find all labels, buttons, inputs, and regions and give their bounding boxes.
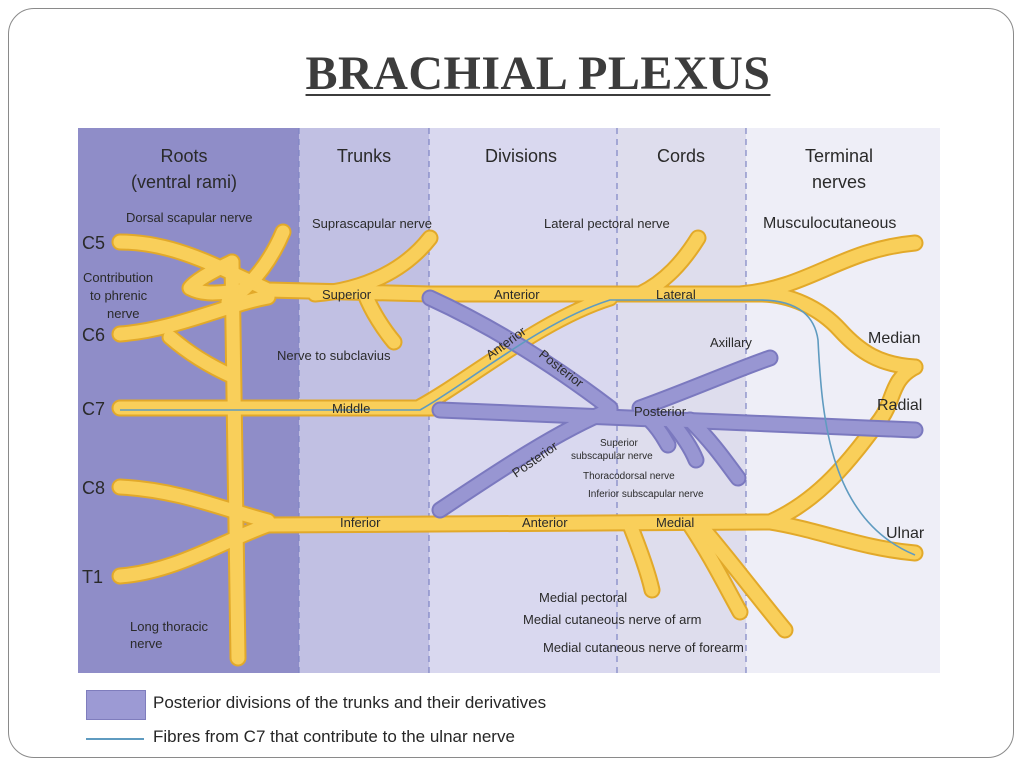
branch-label-dorsal-scapular: Dorsal scapular nerve xyxy=(126,210,252,225)
branch-label-medial-pectoral: Medial pectoral xyxy=(539,590,627,605)
branch-label-suprascapular: Suprascapular nerve xyxy=(312,216,432,231)
trunk-label-middle: Middle xyxy=(332,401,370,416)
root-label-t1: T1 xyxy=(82,567,103,587)
branch-label-medial-cutaneous-forearm: Medial cutaneous nerve of forearm xyxy=(543,640,744,655)
division-label-anterior-superior: Anterior xyxy=(494,287,540,302)
trunk-label-inferior: Inferior xyxy=(340,515,381,530)
branch-label-long-thoracic-2: nerve xyxy=(130,636,163,651)
legend-posterior-swatch xyxy=(86,690,146,720)
branch-labels: Dorsal scapular nerve Suprascapular nerv… xyxy=(83,210,744,655)
root-label-c7: C7 xyxy=(82,399,105,419)
branch-label-phrenic-2: to phrenic xyxy=(90,288,148,303)
terminal-label-axillary: Axillary xyxy=(710,335,752,350)
branch-label-long-thoracic-1: Long thoracic xyxy=(130,619,209,634)
branch-label-medial-cutaneous-arm: Medial cutaneous nerve of arm xyxy=(523,612,701,627)
divisions-column xyxy=(429,128,617,673)
terminal-column xyxy=(746,128,940,673)
trunks-header: Trunks xyxy=(337,146,391,166)
root-labels: C5 C6 C7 C8 T1 xyxy=(82,233,105,587)
posterior-nerve-network xyxy=(421,289,924,519)
legend-c7-line xyxy=(86,738,144,740)
root-label-c8: C8 xyxy=(82,478,105,498)
branch-label-phrenic-1: Contribution xyxy=(83,270,153,285)
branch-label-lateral-pectoral: Lateral pectoral nerve xyxy=(544,216,670,231)
division-label-anterior-inferior: Anterior xyxy=(522,515,568,530)
cord-label-lateral: Lateral xyxy=(656,287,696,302)
branch-label-phrenic-3: nerve xyxy=(107,306,140,321)
cord-label-posterior: Posterior xyxy=(634,404,687,419)
legend-c7-text: Fibres from C7 that contribute to the ul… xyxy=(153,727,515,746)
anterior-nerve-network xyxy=(111,223,924,667)
cords-header: Cords xyxy=(657,146,705,166)
terminal-header: Terminal xyxy=(805,146,873,166)
cord-label-medial: Medial xyxy=(656,515,694,530)
legend-posterior-text: Posterior divisions of the trunks and th… xyxy=(153,693,547,712)
root-label-c6: C6 xyxy=(82,325,105,345)
branch-label-thoracodorsal: Thoracodorsal nerve xyxy=(583,471,675,482)
terminal-subheader: nerves xyxy=(812,172,866,192)
trunk-label-superior: Superior xyxy=(322,287,372,302)
roots-subheader: (ventral rami) xyxy=(131,172,237,192)
posterior-fills xyxy=(423,291,922,517)
branch-label-subclavius: Nerve to subclavius xyxy=(277,348,391,363)
c7-fibre-path xyxy=(120,299,916,556)
terminal-label-musculocutaneous: Musculocutaneous xyxy=(763,215,896,232)
terminal-label-radial: Radial xyxy=(877,397,922,414)
slide-title: BRACHIAL PLEXUS xyxy=(305,47,771,100)
divisions-header: Divisions xyxy=(485,146,557,166)
column-headers: Roots (ventral rami) Trunks Divisions Co… xyxy=(131,146,873,192)
roots-header: Roots xyxy=(160,146,207,166)
terminal-labels: Musculocutaneous Median Radial Ulnar Axi… xyxy=(710,215,925,542)
branch-label-superior-subscapular-1: Superior xyxy=(600,438,638,449)
terminal-label-ulnar: Ulnar xyxy=(886,525,925,542)
branch-label-superior-subscapular-2: subscapular nerve xyxy=(571,451,653,462)
slide-frame xyxy=(8,8,1014,758)
root-label-c5: C5 xyxy=(82,233,105,253)
branch-label-inferior-subscapular: Inferior subscapular nerve xyxy=(588,489,704,500)
terminal-label-median: Median xyxy=(868,330,920,347)
